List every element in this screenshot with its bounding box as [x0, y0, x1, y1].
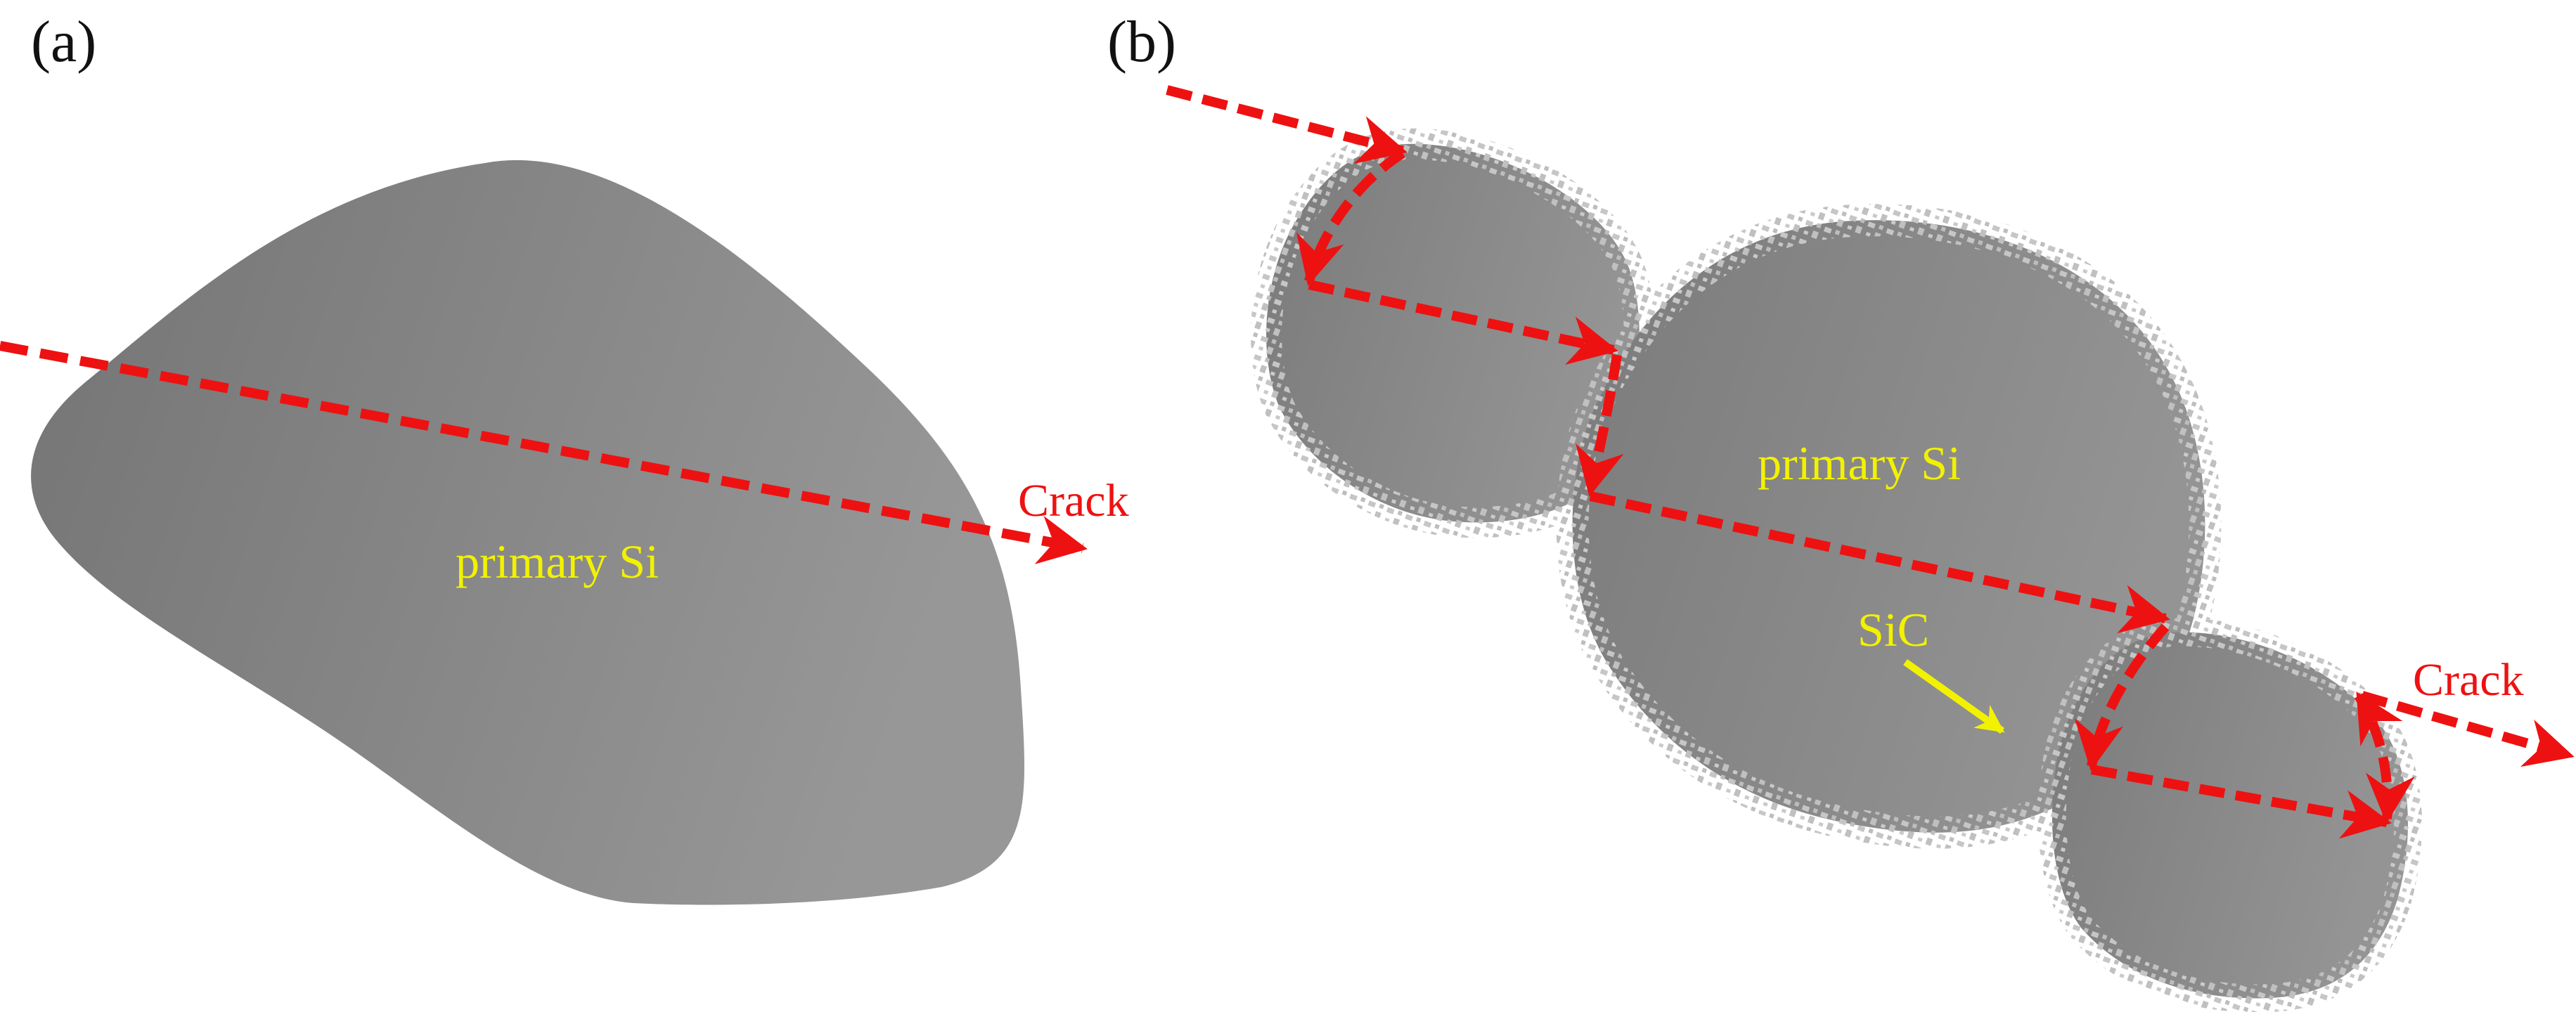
sic-particle-ring-b1 — [1251, 128, 1655, 538]
panel-label-b: (b) — [1107, 9, 1176, 74]
panel-a — [0, 160, 1088, 905]
primary-si-grain-a — [31, 160, 1025, 905]
crack-path-b — [1166, 85, 2575, 839]
crack-label-b: Crack — [2413, 654, 2524, 706]
sic-label: SiC — [1857, 603, 1930, 656]
primary-si-grain-b2 — [1556, 204, 2222, 849]
primary-si-grain-b1 — [1251, 128, 1655, 538]
panel-label-a: (a) — [31, 9, 97, 74]
primary-si-label-b: primary Si — [1758, 436, 1961, 490]
crack-label-a: Crack — [1018, 475, 1129, 526]
crack-path-a — [0, 341, 1088, 564]
primary-si-label-a: primary Si — [456, 535, 659, 588]
sic-particle-ring-b2 — [1556, 204, 2222, 849]
sic-pointer-arrow — [1903, 659, 2005, 734]
panel-b — [1166, 85, 2575, 1012]
